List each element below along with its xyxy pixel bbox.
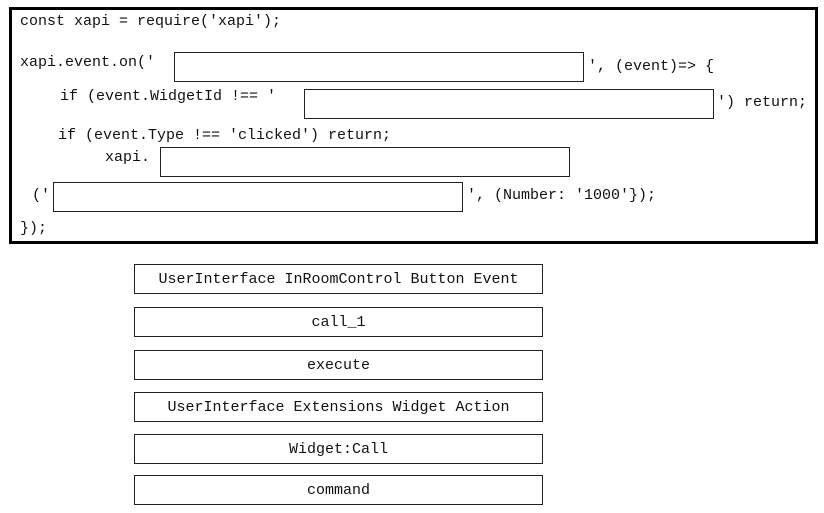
code-line-widget-check: if (event.WidgetId !== '	[60, 88, 277, 105]
code-line-require: const xapi = require('xapi');	[20, 13, 282, 30]
code-line-close: });	[20, 220, 48, 237]
code-line-xapi: xapi.	[105, 149, 151, 166]
code-line-paren: ('	[32, 187, 51, 204]
code-panel	[9, 7, 818, 244]
drag-option[interactable]: Widget:Call	[134, 434, 543, 464]
drop-target-event-path[interactable]	[174, 52, 584, 82]
code-line-number: ', (Number: '1000'});	[467, 187, 657, 204]
drag-option[interactable]: UserInterface InRoomControl Button Event	[134, 264, 543, 294]
drag-option[interactable]: call_1	[134, 307, 543, 337]
drop-target-command-path[interactable]	[53, 182, 463, 212]
code-line-event-on: xapi.event.on('	[20, 54, 156, 71]
code-line-event-handler: ', (event)=> {	[588, 58, 715, 75]
code-line-widget-return: ') return;	[717, 94, 808, 111]
drop-target-widget-id[interactable]	[304, 89, 714, 119]
drag-option[interactable]: command	[134, 475, 543, 505]
drop-target-xapi-method[interactable]	[160, 147, 570, 177]
drag-option[interactable]: execute	[134, 350, 543, 380]
code-line-type-check: if (event.Type !== 'clicked') return;	[58, 127, 392, 144]
drag-option[interactable]: UserInterface Extensions Widget Action	[134, 392, 543, 422]
